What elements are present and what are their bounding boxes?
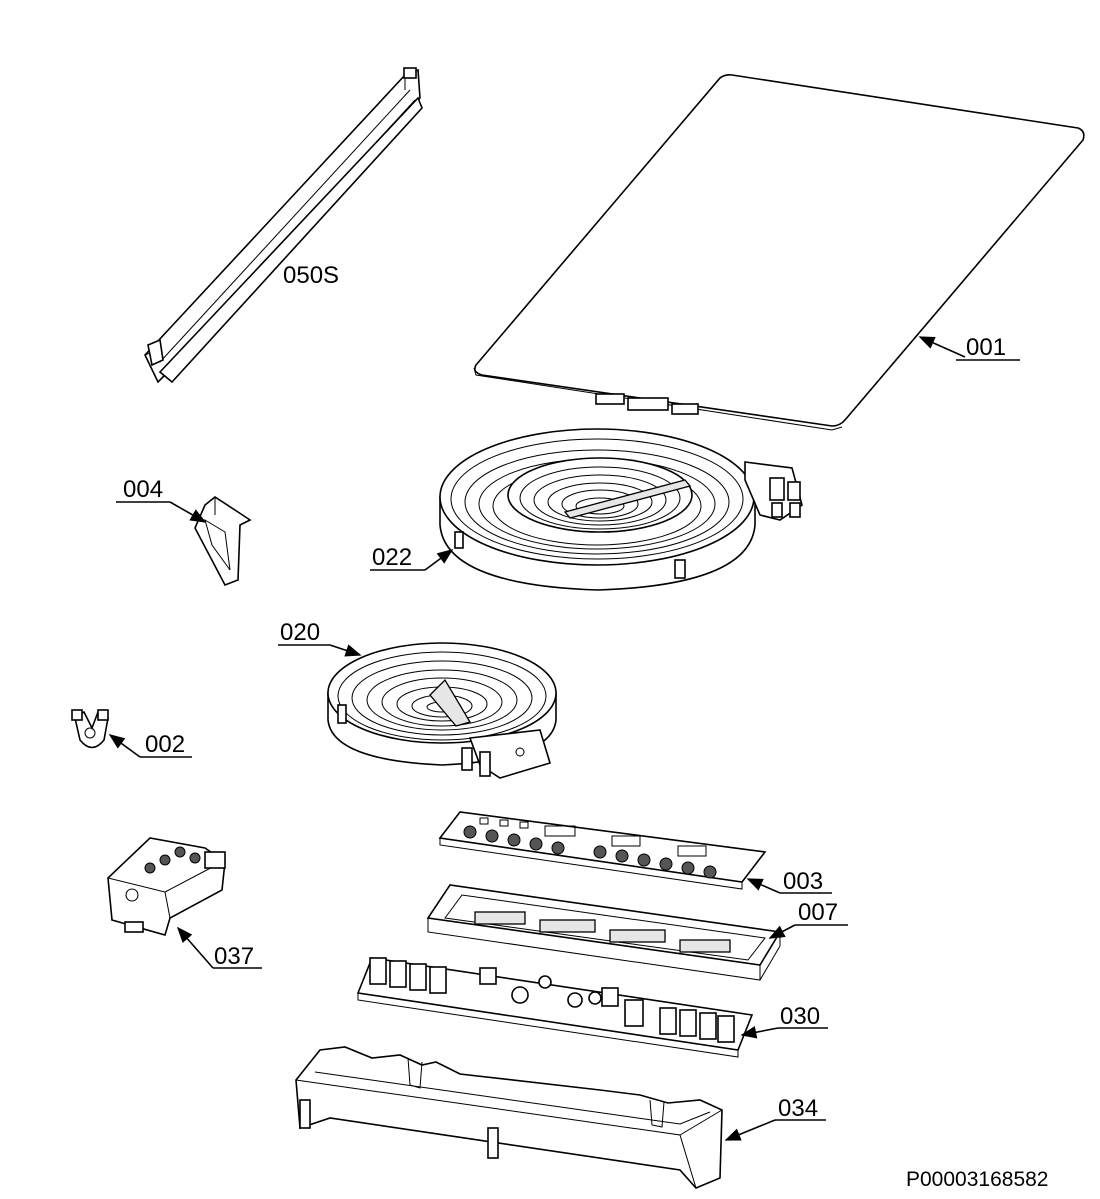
part-label-037: 037 <box>214 943 254 970</box>
label-034: 034 <box>724 1095 826 1141</box>
dual-heating-element-022 <box>439 428 803 591</box>
part-label-050s: 050S <box>283 262 339 289</box>
label-004: 004 <box>116 476 207 523</box>
glass-ceramic-top-001 <box>473 74 1085 431</box>
power-board-030 <box>356 957 754 1058</box>
part-label-004: 004 <box>123 476 163 503</box>
board-003-components <box>463 817 717 879</box>
touch-control-board-003 <box>438 811 767 890</box>
frame-rail-050s <box>144 67 423 384</box>
label-050s: 050S <box>283 262 339 289</box>
label-002: 002 <box>108 731 192 758</box>
part-label-003: 003 <box>783 868 823 895</box>
document-id: P00003168582 <box>906 1168 1048 1191</box>
heating-element-020 <box>327 642 557 779</box>
part-label-001: 001 <box>966 334 1006 361</box>
label-030: 030 <box>740 1003 828 1039</box>
board-030-relays <box>369 957 735 1043</box>
label-007: 007 <box>768 899 848 939</box>
label-020: 020 <box>278 619 362 657</box>
label-022: 022 <box>370 544 454 571</box>
fixing-clip-004 <box>194 496 252 587</box>
part-label-002: 002 <box>145 731 185 758</box>
label-037: 037 <box>176 926 262 970</box>
part-label-034: 034 <box>778 1095 818 1122</box>
terminal-block-037 <box>107 837 226 936</box>
part-label-022: 022 <box>372 544 412 571</box>
part-label-020: 020 <box>280 619 320 646</box>
board-holder-007 <box>426 884 782 981</box>
label-001: 001 <box>918 334 1020 361</box>
part-label-007: 007 <box>798 899 838 926</box>
electronics-housing-034 <box>295 1046 723 1189</box>
label-003: 003 <box>746 868 832 895</box>
part-label-030: 030 <box>780 1003 820 1030</box>
cable-clamp-002 <box>71 709 109 749</box>
